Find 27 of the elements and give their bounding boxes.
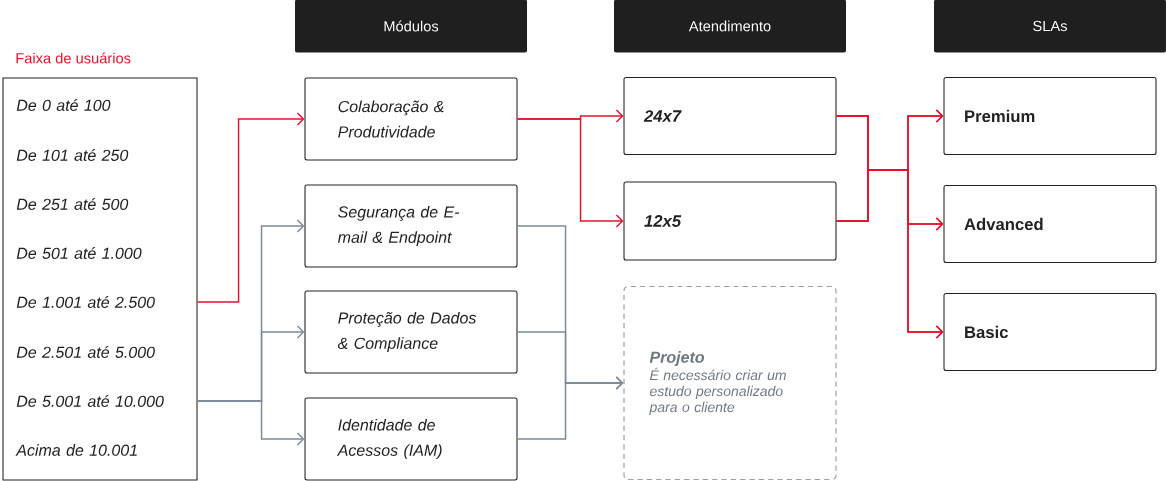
module-box: Identidade de Acessos (IAM): [304, 397, 518, 481]
range-label: De 5.001 até 10.000: [16, 395, 164, 407]
range-label: De 0 até 100: [16, 99, 111, 111]
sla-box: Basic: [943, 292, 1157, 372]
arrow: [516, 118, 624, 228]
support-box: 12x5: [623, 181, 837, 261]
range-label: De 251 até 500: [16, 198, 129, 210]
column-header: Módulos: [295, 0, 527, 53]
sla-box: Advanced: [943, 184, 1157, 264]
project-box: Projeto É necessário criar um estudo personalizado para o cliente: [623, 285, 837, 481]
range-label: Acima de 10.001: [15, 444, 137, 456]
module-box: Segurança de E-mail & Endpoint: [304, 184, 518, 268]
range-label: De 2.501 até 5.000: [16, 346, 155, 358]
range-label: De 101 até 250: [16, 149, 129, 161]
module-box: Colaboração & Produtividade: [304, 77, 518, 161]
range-label: De 1.001 até 2.500: [16, 296, 155, 308]
column-header: SLAs: [934, 0, 1166, 53]
support-box: 24x7: [623, 76, 837, 156]
arrow: [196, 112, 305, 303]
range-heading: Faixa de usuários: [16, 52, 131, 64]
arrow: [835, 169, 944, 339]
arrow: [196, 400, 305, 446]
range-label: De 501 até 1.000: [16, 247, 142, 259]
column-header: Atendimento: [614, 0, 846, 53]
module-box: Proteção de Dados & Compliance: [304, 290, 518, 374]
arrow: [516, 376, 624, 440]
sla-box: Premium: [943, 76, 1157, 156]
